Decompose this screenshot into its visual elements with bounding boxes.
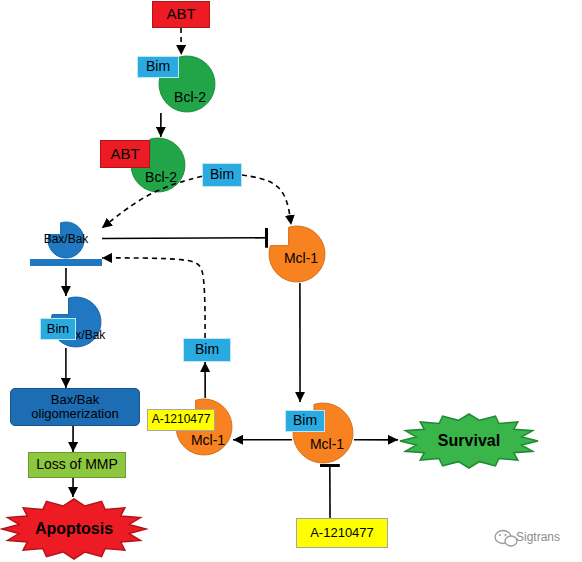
watermark-icon bbox=[495, 531, 517, 547]
protein-outline bbox=[269, 226, 325, 282]
arrow-connector bbox=[72, 478, 74, 497]
arrow-connector bbox=[180, 28, 182, 55]
arrow-connector bbox=[160, 113, 162, 137]
node-label: Survival bbox=[438, 432, 500, 450]
arrow-connector bbox=[72, 426, 74, 452]
burst-outline bbox=[400, 414, 538, 468]
membrane-bar bbox=[30, 259, 102, 266]
arrow-connector bbox=[65, 268, 67, 296]
outcome-burst: Survival bbox=[398, 412, 540, 470]
watermark-bubble bbox=[505, 536, 517, 546]
protein-outline bbox=[131, 138, 185, 192]
arrow-connector bbox=[65, 348, 67, 388]
node-label: A-1210477 bbox=[152, 413, 211, 426]
arrow-connector bbox=[354, 439, 398, 441]
watermark-dot bbox=[505, 534, 507, 536]
drug-box: ABT bbox=[152, 1, 210, 28]
inhibition-connector bbox=[102, 237, 268, 239]
node-label: ABT bbox=[166, 6, 195, 23]
drug-box: ABT bbox=[100, 140, 150, 168]
process-box: Bax/Bak oligomerization bbox=[10, 388, 140, 426]
protein-box: Bim bbox=[137, 56, 179, 78]
arrow-connector bbox=[233, 439, 292, 441]
node-label: A-1210477 bbox=[310, 526, 374, 540]
arrow-connector bbox=[242, 175, 291, 225]
node-label: Bim bbox=[47, 322, 69, 336]
node-label: Loss of MMP bbox=[36, 457, 118, 472]
arrow-connector bbox=[299, 283, 301, 402]
drug-box: A-1210477 bbox=[296, 518, 388, 548]
drug-box: A-1210477 bbox=[147, 409, 215, 431]
node-label: Mcl-1 bbox=[284, 251, 318, 266]
node-label: Mcl-1 bbox=[191, 433, 225, 448]
protein-box: Bim bbox=[285, 410, 325, 432]
node-label: Bim bbox=[210, 167, 234, 182]
burst-outline bbox=[2, 499, 146, 559]
node-label: Bim bbox=[293, 413, 317, 428]
node-label: Bcl-2 bbox=[145, 170, 177, 185]
inhibition-connector bbox=[329, 464, 331, 518]
protein-box: Bim bbox=[40, 318, 76, 340]
watermark-dot bbox=[499, 534, 501, 536]
node-label: ABT bbox=[110, 146, 139, 163]
protein-shape: Bax/Bak bbox=[30, 222, 102, 268]
watermark-text: Sigtrans bbox=[516, 530, 560, 544]
node-label: Apoptosis bbox=[35, 520, 113, 538]
protein-shape: Mcl-1 bbox=[268, 225, 326, 283]
protein-box: Bim bbox=[183, 338, 231, 362]
protein-outline bbox=[159, 56, 215, 112]
process-box: Loss of MMP bbox=[28, 452, 126, 478]
node-label: Bim bbox=[195, 342, 219, 357]
node-label: Mcl-1 bbox=[310, 437, 344, 452]
arrow-connector bbox=[102, 258, 205, 338]
node-label: Bax/Bak bbox=[44, 233, 89, 246]
node-label: Bcl-2 bbox=[174, 90, 206, 105]
arrow-connector bbox=[204, 362, 206, 398]
protein-outline bbox=[176, 399, 232, 455]
outcome-burst: Apoptosis bbox=[0, 497, 148, 561]
node-label: Bim bbox=[146, 59, 170, 74]
node-label: Bax/Bak oligomerization bbox=[14, 393, 136, 422]
protein-box: Bim bbox=[202, 163, 242, 187]
protein-outline bbox=[293, 403, 353, 463]
